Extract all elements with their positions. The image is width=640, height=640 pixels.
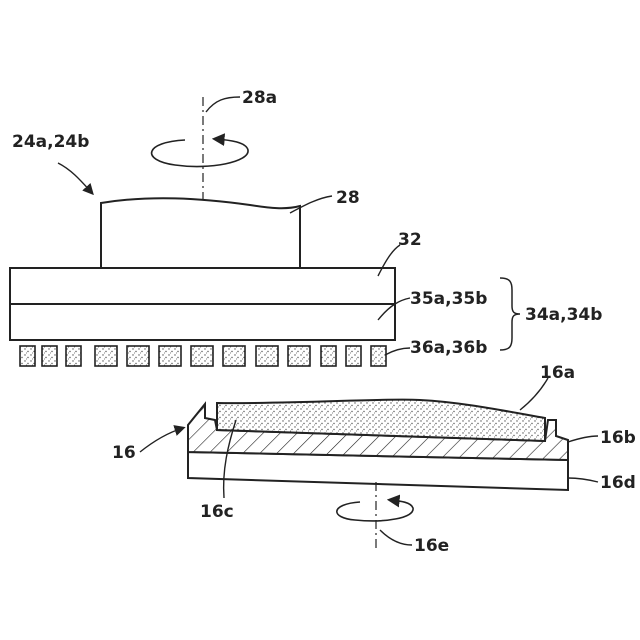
label-36: 36a,36b: [410, 338, 487, 358]
tooth: [42, 346, 57, 366]
tooth: [191, 346, 213, 366]
tooth: [127, 346, 149, 366]
teeth-row: [20, 346, 386, 366]
tooth: [159, 346, 181, 366]
leader-24: [58, 163, 92, 193]
tooth: [371, 346, 386, 366]
brace: [500, 278, 520, 350]
leader-16b: [568, 436, 598, 442]
label-35: 35a,35b: [410, 289, 487, 309]
tooth: [223, 346, 245, 366]
lower-rotation-arrow: [337, 500, 413, 521]
label-16: 16: [112, 443, 136, 463]
label-32: 32: [398, 230, 422, 250]
leader-16e: [380, 530, 412, 545]
tooth: [95, 346, 117, 366]
plate: [10, 268, 395, 304]
leader-28: [290, 196, 332, 213]
pad-layer: [10, 304, 395, 340]
label-34: 34a,34b: [525, 305, 602, 325]
label-16e: 16e: [414, 536, 449, 556]
tooth: [66, 346, 81, 366]
label-28: 28: [336, 188, 360, 208]
leader-36: [385, 348, 410, 355]
tooth: [20, 346, 35, 366]
tooth: [346, 346, 361, 366]
tooth: [321, 346, 336, 366]
label-16b: 16b: [600, 428, 636, 448]
label-16c: 16c: [200, 502, 234, 522]
upper-rotation-arrow: [152, 139, 248, 167]
label-28a: 28a: [242, 88, 277, 108]
spindle-body: [101, 198, 300, 268]
leader-16d: [568, 478, 598, 482]
tooth: [288, 346, 310, 366]
label-16a: 16a: [540, 363, 575, 383]
label-24: 24a,24b: [12, 132, 89, 152]
label-16d: 16d: [600, 473, 636, 493]
leader-28a: [206, 97, 240, 112]
leader-16: [140, 428, 183, 452]
tooth: [256, 346, 278, 366]
